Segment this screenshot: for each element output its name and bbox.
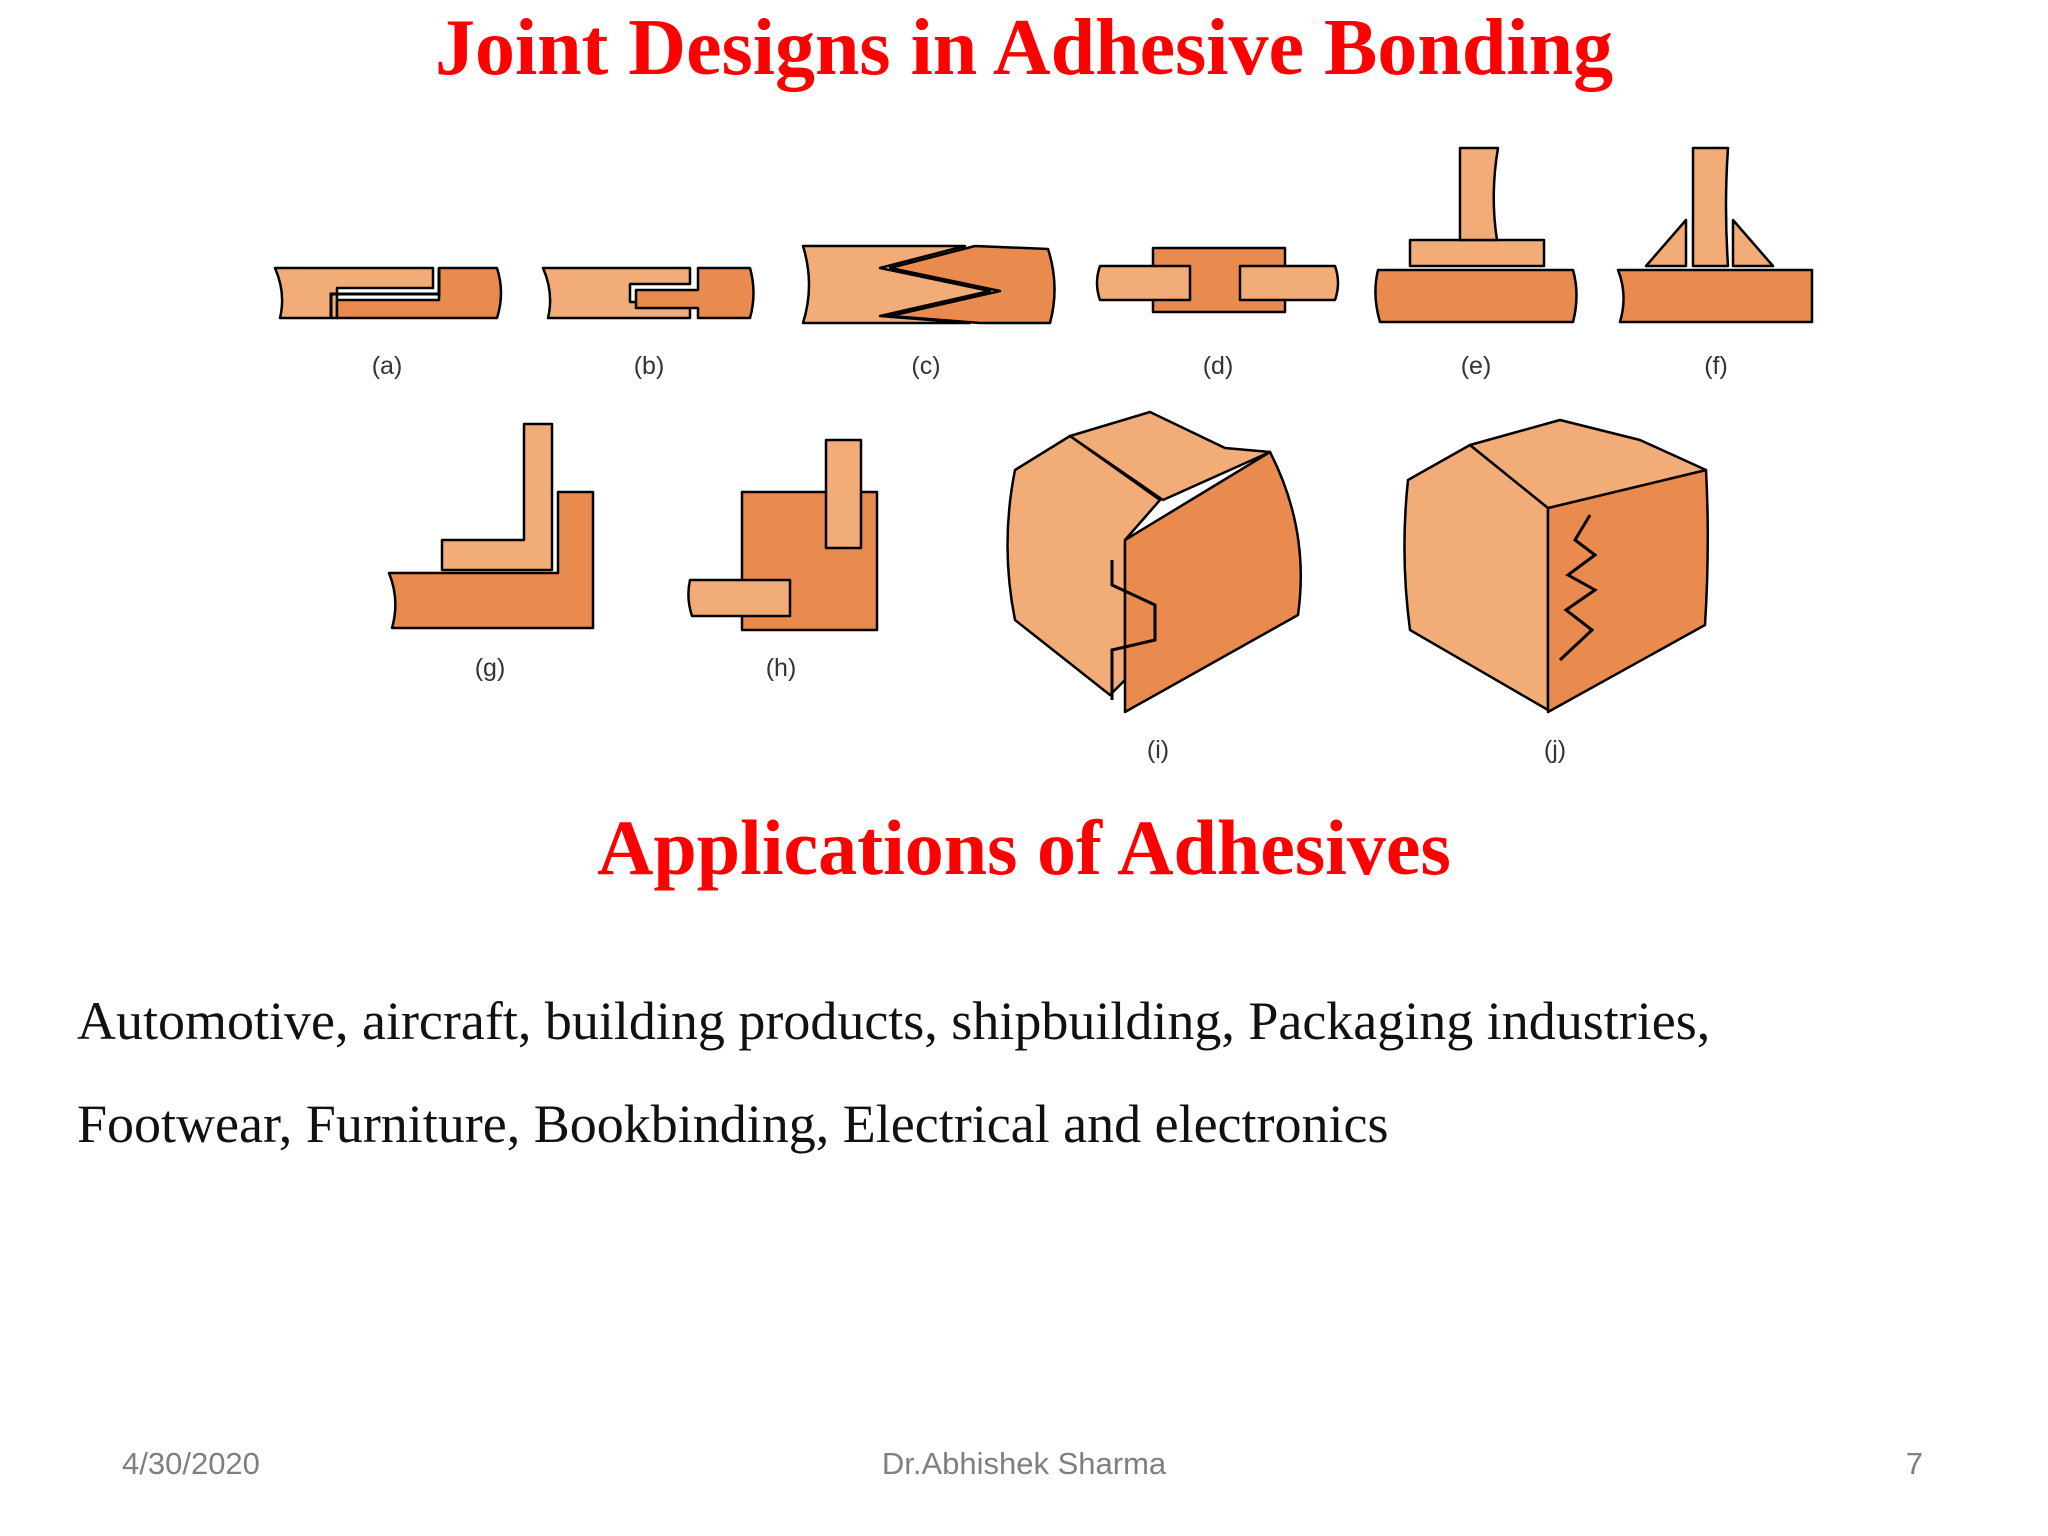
footer-author: Dr.Abhishek Sharma bbox=[881, 1446, 1167, 1481]
label-a: (a) bbox=[372, 352, 403, 380]
label-c: (c) bbox=[911, 352, 940, 380]
slide-title: Joint Designs in Adhesive Bonding bbox=[434, 4, 1614, 92]
label-g: (g) bbox=[475, 654, 506, 682]
footer-date: 4/30/2020 bbox=[122, 1446, 260, 1481]
joint-j bbox=[1403, 418, 1710, 714]
label-i: (i) bbox=[1147, 736, 1169, 764]
joint-h bbox=[687, 438, 879, 632]
joint-c bbox=[801, 244, 1056, 325]
joint-g bbox=[387, 422, 595, 630]
applications-heading: Applications of Adhesives bbox=[597, 804, 1451, 891]
joint-a bbox=[273, 266, 503, 320]
applications-line-1: Automotive, aircraft, building products,… bbox=[77, 991, 1711, 1051]
applications-line-2: Footwear, Furniture, Bookbinding, Electr… bbox=[77, 1094, 1389, 1154]
footer-page-number: 7 bbox=[1905, 1446, 1923, 1481]
joint-e bbox=[1374, 146, 1578, 324]
label-j: (j) bbox=[1544, 736, 1566, 764]
joint-f bbox=[1616, 146, 1814, 324]
label-e: (e) bbox=[1461, 352, 1492, 380]
label-f: (f) bbox=[1704, 352, 1728, 380]
joint-d bbox=[1095, 246, 1340, 314]
label-d: (d) bbox=[1203, 352, 1234, 380]
joint-i bbox=[1006, 410, 1303, 714]
joint-b bbox=[541, 266, 755, 320]
label-b: (b) bbox=[634, 352, 665, 380]
label-h: (h) bbox=[766, 654, 797, 682]
